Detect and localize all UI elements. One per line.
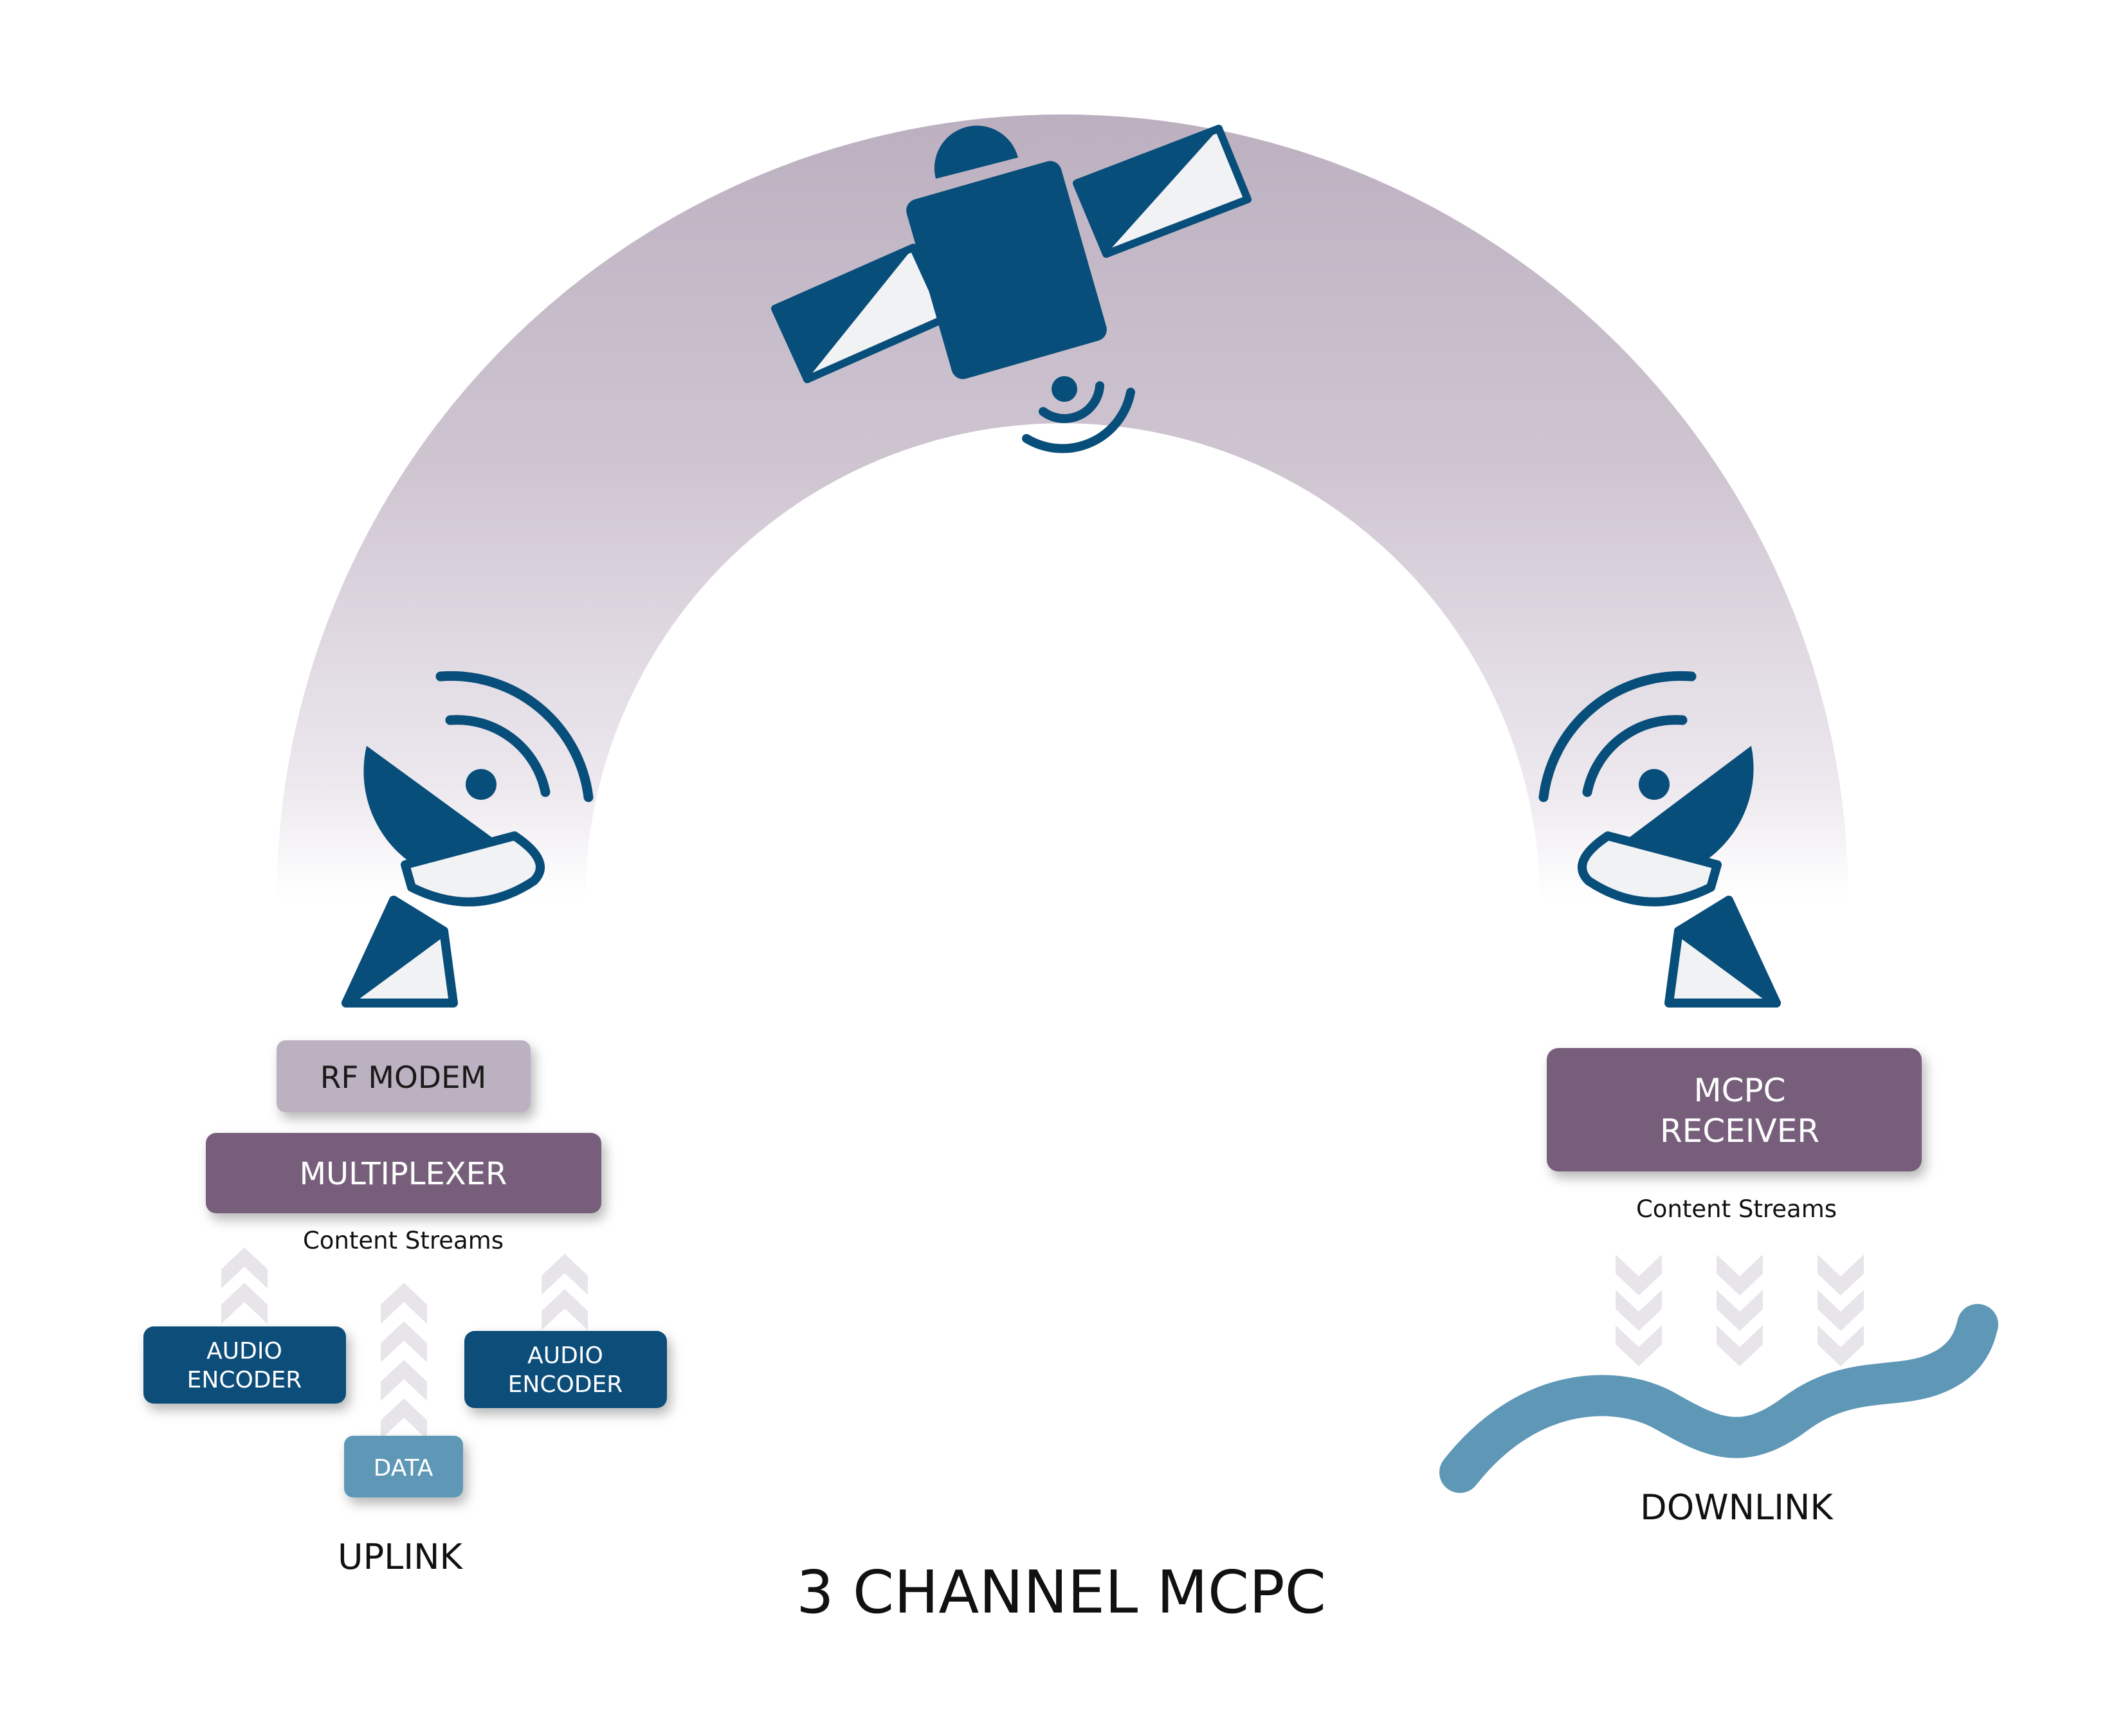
audio-encoder-left-line1: AUDIO (206, 1338, 282, 1364)
audio-encoder-left-box: AUDIO ENCODER (143, 1326, 346, 1404)
mcpc-receiver-line2: RECEIVER (1660, 1112, 1819, 1150)
audio-encoder-right-line1: AUDIO (527, 1343, 603, 1369)
downlink-stream-arrows (1616, 1254, 1864, 1366)
uplink-dish-icon (342, 671, 594, 1008)
diagram-title: 3 CHANNEL MCPC (796, 1558, 1326, 1627)
uplink-streams-label: Content Streams (303, 1227, 504, 1254)
downlink-label: DOWNLINK (1640, 1487, 1834, 1528)
uplink-label: UPLINK (338, 1537, 463, 1577)
audio-encoder-right-line2: ENCODER (508, 1371, 623, 1398)
satellite-icon (771, 125, 1252, 453)
mcpc-receiver-line1: MCPC (1693, 1072, 1785, 1109)
rf-modem-box: RF MODEM (277, 1040, 531, 1112)
signal-arc (277, 114, 1848, 900)
rf-modem-label: RF MODEM (320, 1060, 487, 1096)
audio-encoder-right-box: AUDIO ENCODER (464, 1331, 667, 1408)
downlink-wave-icon (1439, 1304, 1998, 1493)
audio-encoder-left-line2: ENCODER (187, 1367, 302, 1393)
multiplexer-label: MULTIPLEXER (300, 1156, 507, 1192)
multiplexer-box: MULTIPLEXER (206, 1133, 601, 1213)
downlink-streams-label: Content Streams (1636, 1195, 1837, 1223)
data-label: DATA (374, 1455, 433, 1481)
data-box: DATA (344, 1436, 463, 1497)
downlink-dish-icon (1538, 671, 1781, 1008)
mcpc-receiver-box: MCPC RECEIVER (1547, 1048, 1922, 1171)
